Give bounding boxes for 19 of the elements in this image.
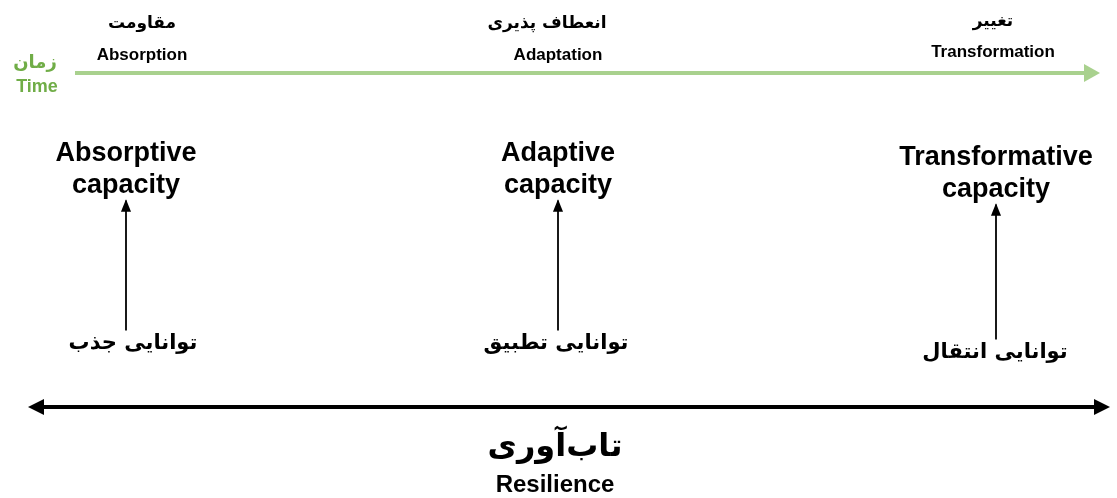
stage-label: انعطاف پذیری bbox=[487, 11, 607, 33]
stage-label: Adaptation bbox=[513, 44, 603, 66]
capacity-label: توانایی جذب bbox=[68, 330, 198, 356]
capacity-label: Absorptive capacity bbox=[26, 135, 226, 201]
arrow bbox=[120, 199, 132, 332]
capacity-label: Adaptive capacity bbox=[458, 135, 658, 201]
capacity-label: توانایی تطبیق bbox=[483, 330, 629, 356]
arrow bbox=[552, 199, 564, 332]
axis-label: تاب‌آوری bbox=[487, 425, 623, 465]
stage-label: مقاومت bbox=[107, 11, 177, 33]
capacity-label: Transformative capacity bbox=[876, 139, 1116, 205]
capacity-label: توانایی انتقال bbox=[922, 339, 1068, 365]
axis-label: Time bbox=[16, 76, 58, 98]
axis-label: زمان bbox=[13, 51, 57, 73]
stage-label: Transformation bbox=[931, 41, 1055, 63]
axis-label: Resilience bbox=[495, 469, 615, 498]
stage-label: Absorption bbox=[96, 44, 188, 66]
stage-label: تغییر bbox=[972, 9, 1014, 31]
arrow bbox=[990, 203, 1002, 341]
